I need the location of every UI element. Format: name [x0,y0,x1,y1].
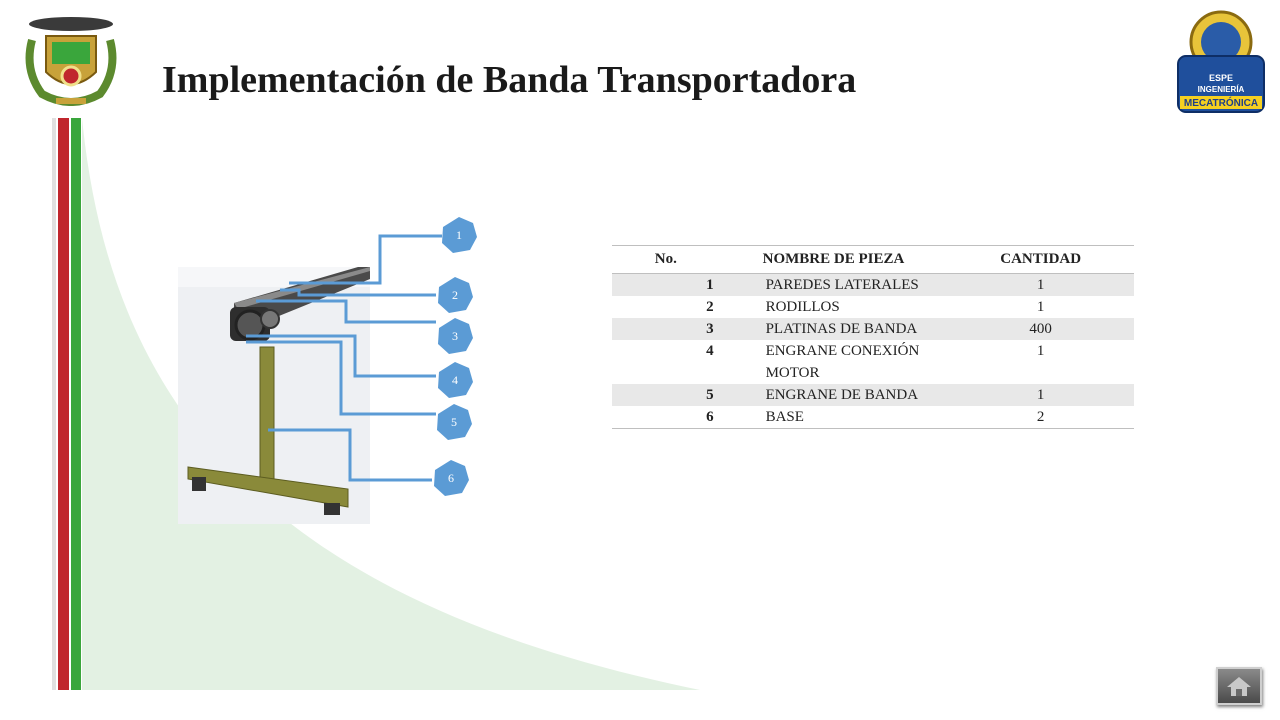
cell-qty: 1 [1036,343,1045,359]
table-row: 2 RODILLOS 1 [612,296,1134,318]
column-header-cantidad: CANTIDAD [947,245,1134,274]
cell-no: 5 [612,384,720,406]
table-row: 3 PLATINAS DE BANDA 400 [612,318,1134,340]
parts-table: No. NOMBRE DE PIEZA CANTIDAD 1 PAREDES L… [612,245,1134,429]
cell-no: 3 [612,318,720,340]
cell-qty: 400 [947,318,1134,340]
cell-name: PAREDES LATERALES [719,273,948,296]
coat-of-arms-icon [25,17,117,106]
cell-name: ENGRANE CONEXIÓN MOTOR [765,343,920,381]
cell-name: RODILLOS [765,299,840,315]
table-header-row: No. NOMBRE DE PIEZA CANTIDAD [612,245,1134,274]
cell-no: 6 [612,406,720,429]
home-button[interactable] [1216,667,1262,705]
table-row: 4 ENGRANE CONEXIÓN MOTOR 1 [612,340,1134,384]
callout-badge-1: 1 [440,216,478,254]
cell-qty: 1 [947,273,1134,296]
cell-name: ENGRANE DE BANDA [719,384,948,406]
callout-number: 4 [452,372,458,387]
table-row: 1 PAREDES LATERALES 1 [612,273,1134,296]
callout-badge-4: 4 [436,361,474,399]
column-header-nombre: NOMBRE DE PIEZA [719,245,948,274]
callout-number: 3 [452,328,458,343]
callout-badge-6: 6 [432,459,470,497]
home-icon [1227,677,1251,696]
cell-qty: 1 [1036,299,1045,315]
callout-number: 5 [451,414,457,429]
column-header-no: No. [612,245,720,274]
callout-badge-3: 3 [436,317,474,355]
espe-ingenieria-mecatronica-logo: ESPE INGENIERÍA MECATRÓNICA [1177,10,1265,113]
callout-number: 6 [448,470,454,485]
conveyor-machine-image [178,267,370,524]
slide-title: Implementación de Banda Transportadora [162,59,857,101]
cell-no: 4 [706,343,714,359]
table-row: 5 ENGRANE DE BANDA 1 [612,384,1134,406]
cell-no: 2 [706,299,714,315]
logo-line-espe: ESPE [1209,73,1233,83]
callout-number: 1 [456,227,462,242]
callout-badge-5: 5 [435,403,473,441]
logo-line-ingenieria: INGENIERÍA [1198,85,1245,94]
cell-no: 1 [612,273,720,296]
cell-name: BASE [719,406,948,429]
table-row: 6 BASE 2 [612,406,1134,429]
callout-badge-2: 2 [436,276,474,314]
cell-name: PLATINAS DE BANDA [719,318,948,340]
cell-qty: 1 [947,384,1134,406]
cell-qty: 2 [947,406,1134,429]
logo-line-mecatronica: MECATRÓNICA [1184,96,1258,109]
callout-number: 2 [452,287,458,302]
